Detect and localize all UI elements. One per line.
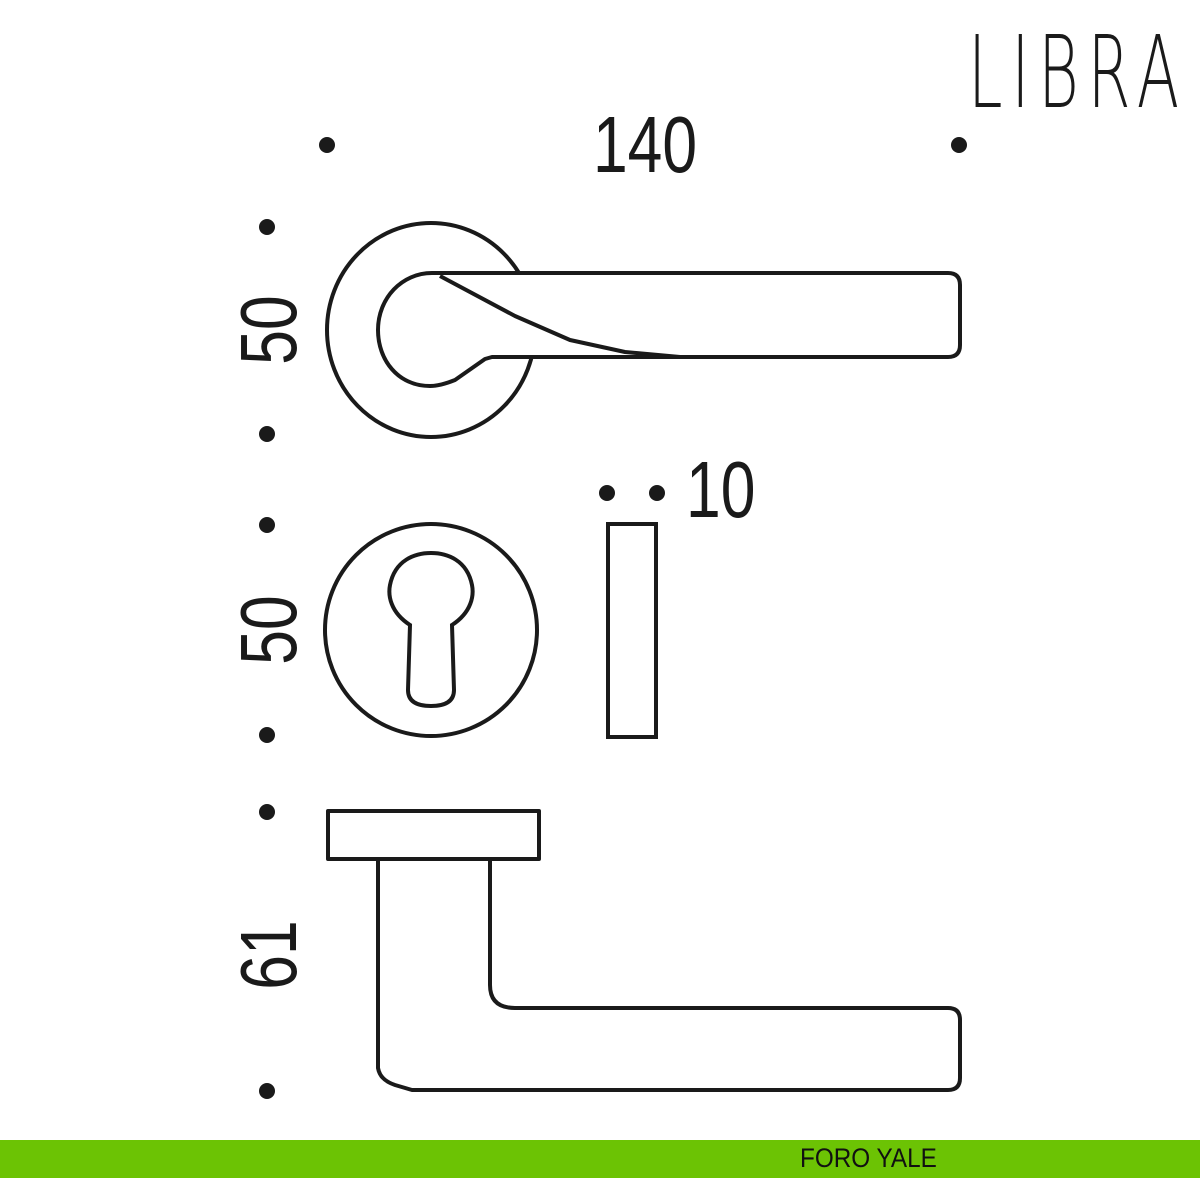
- dim-thickness: 10: [686, 446, 755, 535]
- brand-logo: LIBRA: [968, 14, 1188, 131]
- dim-dot: [649, 485, 665, 501]
- lever-twist-line: [439, 274, 681, 359]
- dim-dot: [319, 137, 335, 153]
- dim-dot: [259, 426, 275, 442]
- lever-side: [376, 856, 962, 1092]
- dim-rose-height: 50: [225, 295, 314, 364]
- keyhole-icon: [387, 550, 475, 709]
- dim-dot: [599, 485, 615, 501]
- handle-side-view: [326, 809, 962, 1092]
- dim-dot: [951, 137, 967, 153]
- dim-escutcheon-height: 50: [225, 595, 314, 664]
- dim-projection: 61: [225, 920, 314, 989]
- dim-dot: [259, 727, 275, 743]
- dimension-dots: [259, 137, 967, 1099]
- dim-dot: [259, 219, 275, 235]
- dim-dot: [259, 804, 275, 820]
- dim-length: 140: [593, 101, 697, 190]
- rose-side: [326, 809, 541, 861]
- footer-label: FORO YALE: [800, 1143, 937, 1173]
- lever: [376, 271, 962, 388]
- dim-dot: [259, 1083, 275, 1099]
- escutcheon-view: [323, 522, 658, 739]
- dim-dot: [259, 517, 275, 533]
- handle-front-view: [325, 221, 962, 439]
- escutcheon-side: [606, 522, 658, 739]
- footer-bar: [0, 1140, 1200, 1178]
